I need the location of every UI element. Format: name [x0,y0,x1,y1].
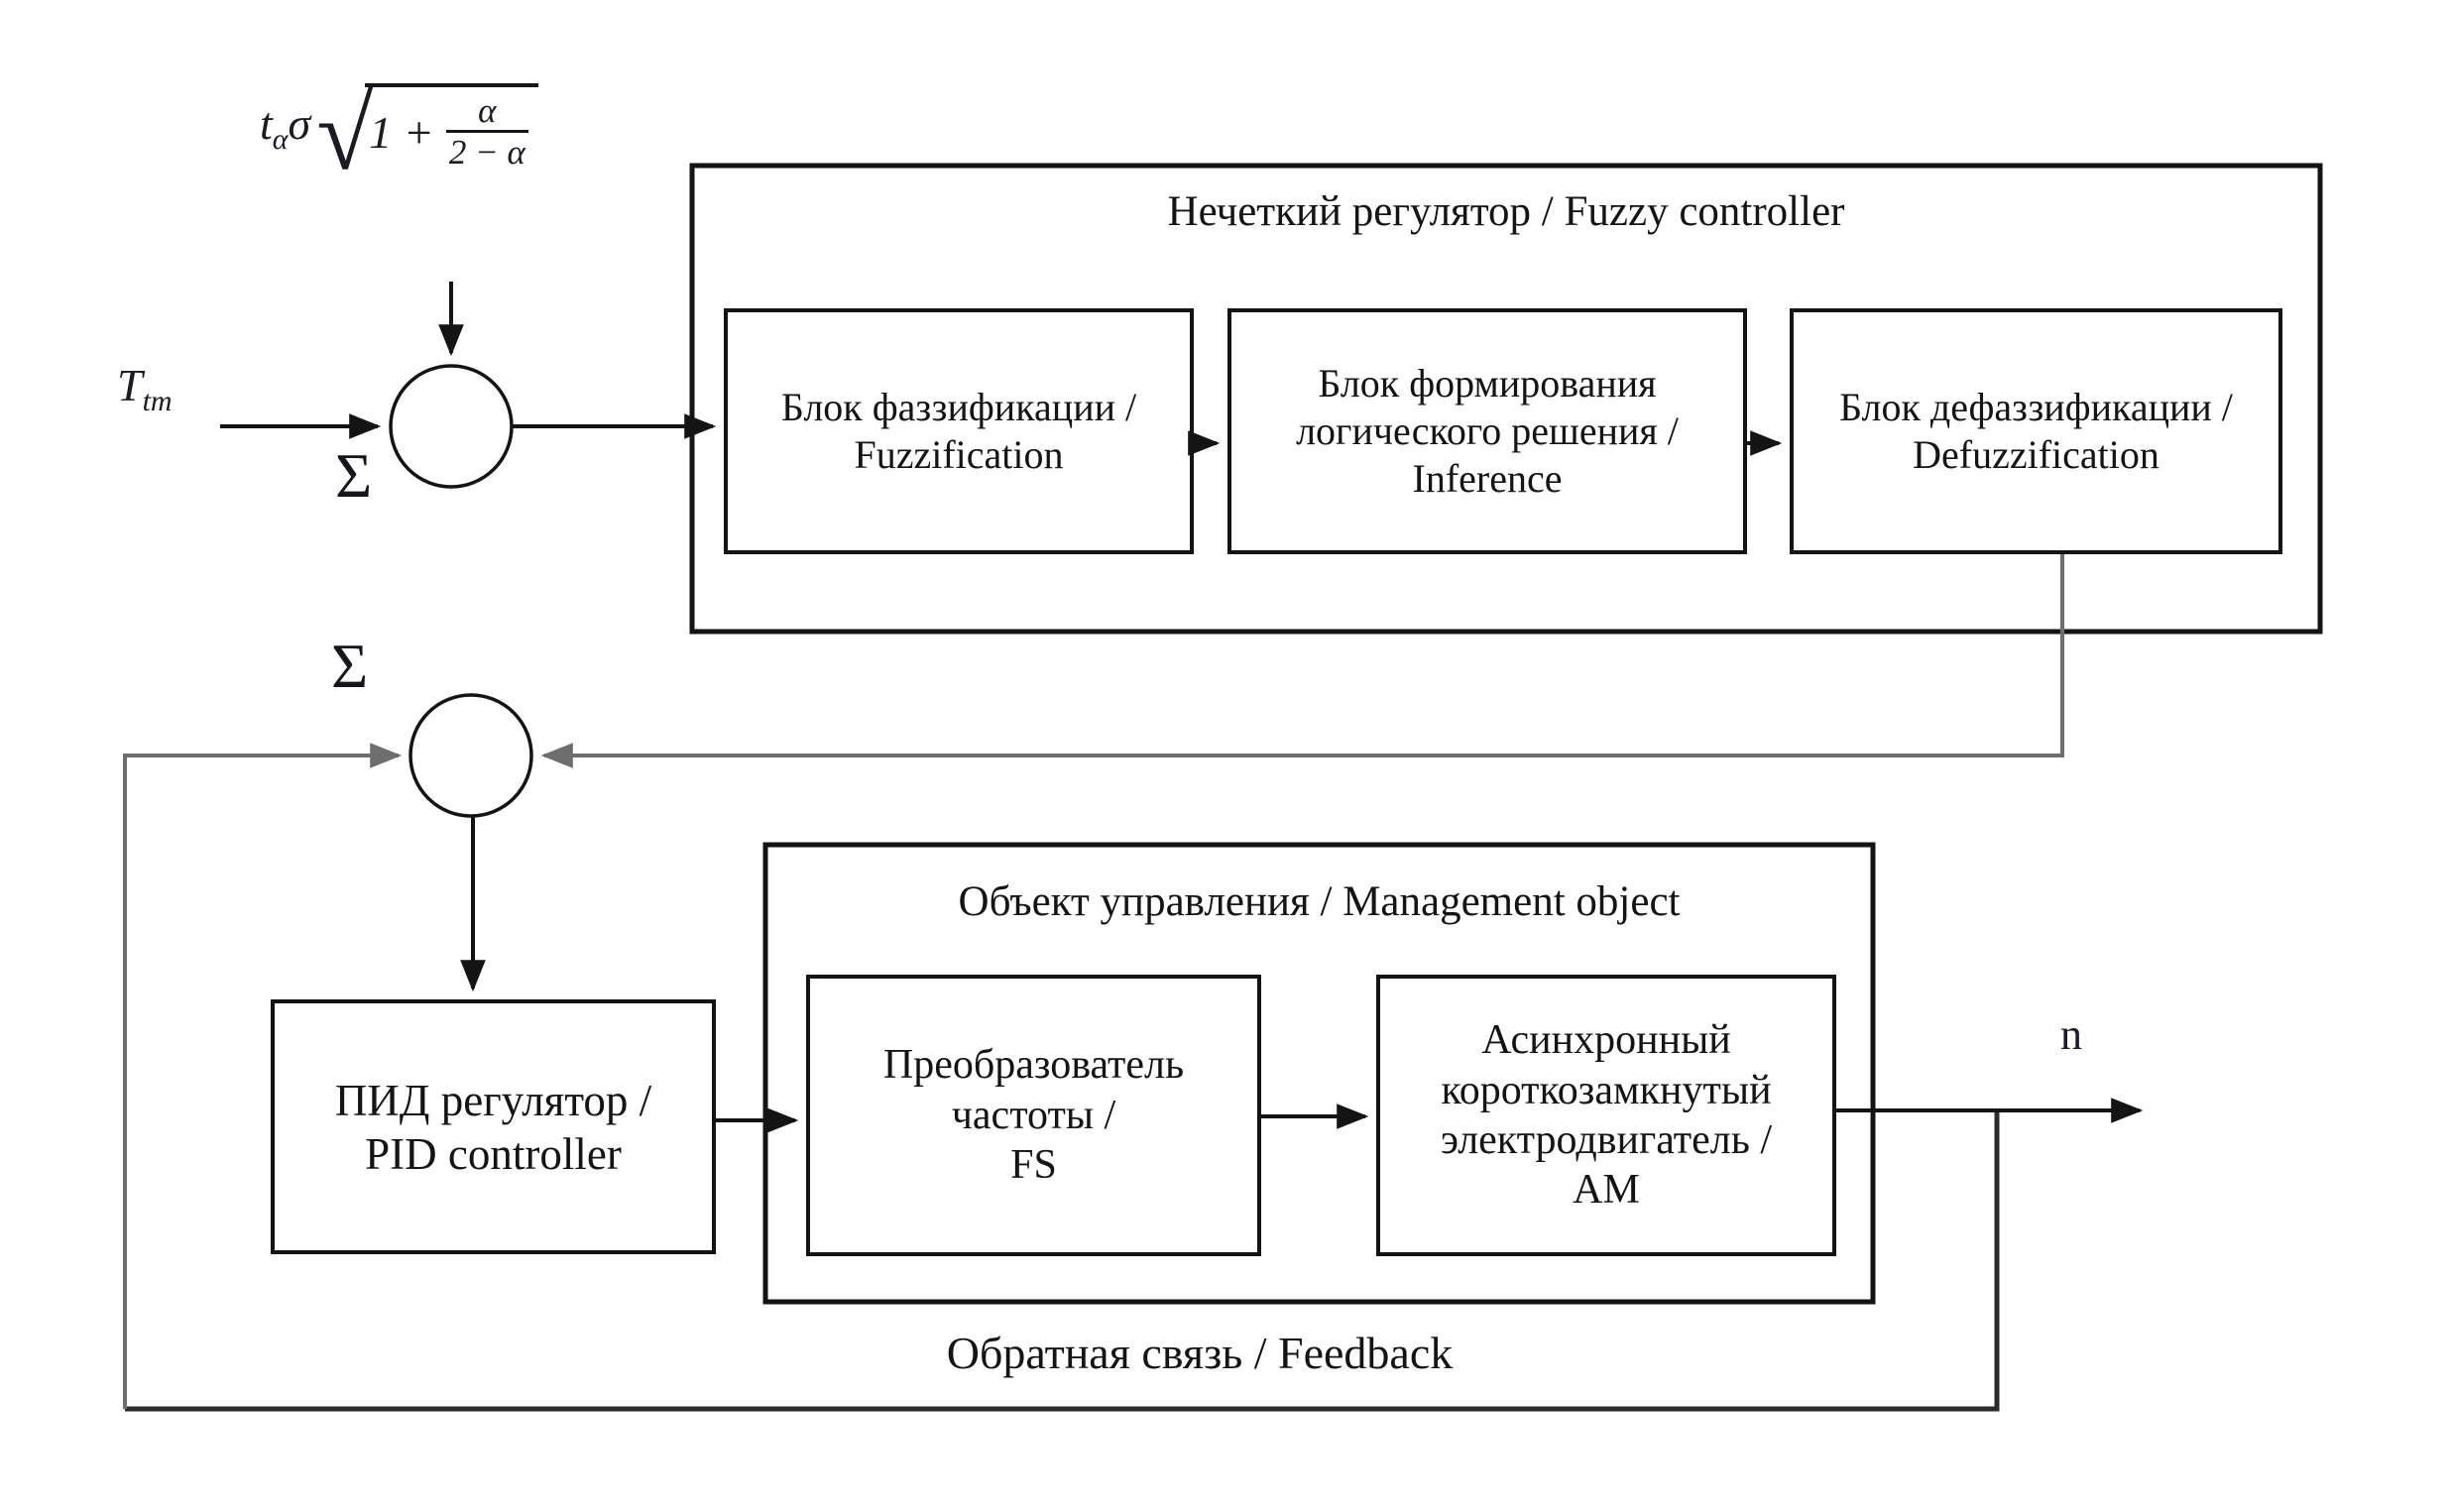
defuzzification-box [1790,308,2282,554]
feedback-caption: Обратная связь / Feedback [946,1328,1454,1379]
output-signal-label: n [2060,1010,2082,1059]
formula-radicand: 1 + α 2 − α [365,83,538,172]
sum-bottom-sigma-label: Σ [331,631,369,701]
defuzzification-label: Блок дефаззификации / Defuzzification [1839,385,2233,477]
formula-one-plus: 1 + [369,106,434,158]
inference-box [1227,308,1747,554]
motor-label: Асинхронный короткозамкнутый электродвиг… [1440,1017,1773,1214]
motor-box [1376,975,1836,1256]
management-object-title: Объект управления / Management object [958,878,1681,925]
fuzzification-label: Блок фаззификации / Fuzzification [780,385,1137,477]
pid-controller-label: ПИД регулятор / PID controller [334,1075,652,1179]
fraction-numerator: α [478,91,497,130]
sum-junction-top [389,364,514,489]
formula-t: tασ [260,98,311,157]
defuzzification-to-sum-line [540,554,2064,768]
frequency-converter-box [806,975,1261,1256]
fuzzy-controller-title: Нечеткий регулятор / Fuzzy controller [1167,188,1845,235]
sum-top-sigma-label: Σ [335,440,373,511]
frequency-converter-label: Преобразователь частоты / FS [882,1042,1185,1189]
tolerance-formula: tασ √ 1 + α 2 − α [260,83,538,186]
feedback-bottom-line [125,1110,2000,1412]
pid-controller-box [271,999,716,1254]
formula-fraction: α 2 − α [445,91,528,172]
feedback-to-sum-line [123,743,403,1409]
fuzzification-box [724,308,1194,554]
sum-junction-bottom [408,693,533,818]
fraction-denominator: 2 − α [445,129,528,172]
input-signal-label: Ttm [117,360,173,418]
inference-label: Блок формирования логического решения / … [1296,361,1679,501]
